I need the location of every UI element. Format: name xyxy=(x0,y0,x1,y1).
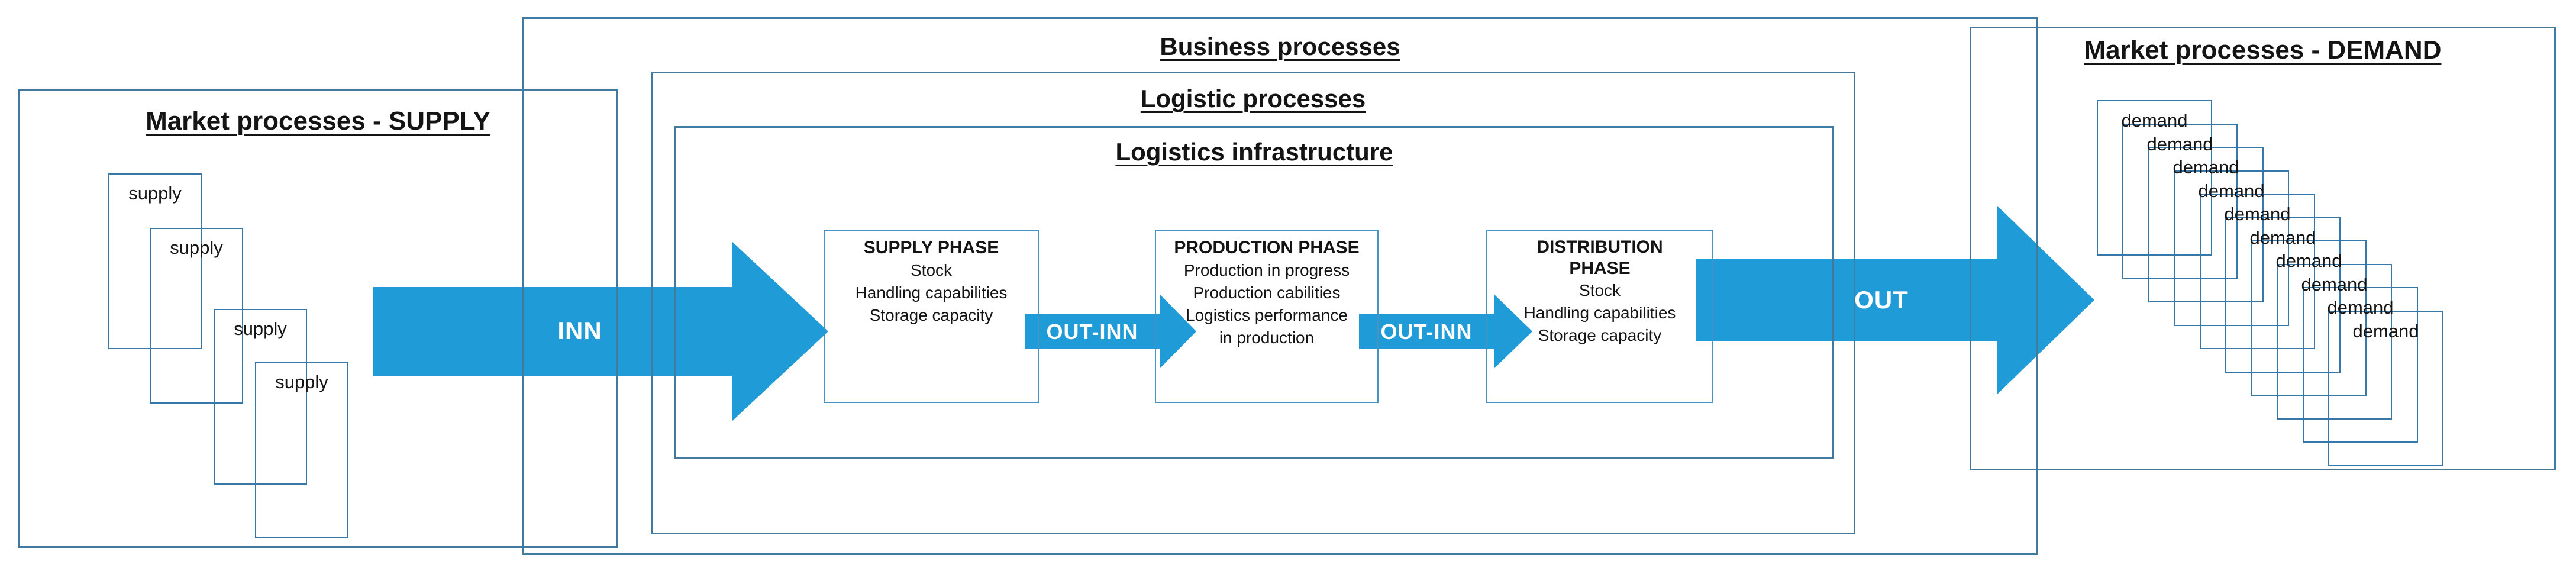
supply-phase-line: Storage capacity xyxy=(869,306,993,324)
distribution-phase-line: Storage capacity xyxy=(1538,326,1662,344)
production-phase-box: PRODUCTION PHASE Production in progress … xyxy=(1155,230,1379,403)
inn-arrow-label: INN xyxy=(557,317,602,344)
demand-item-label: demand xyxy=(2352,321,2419,341)
out-arrow xyxy=(1696,259,1997,341)
supply-item-box xyxy=(150,228,243,404)
supply-phase-title: SUPPLY PHASE xyxy=(863,238,999,257)
logistics-infrastructure-title: Logistics infrastructure xyxy=(1115,138,1393,166)
inn-arrow xyxy=(373,287,732,376)
supply-phase-box: SUPPLY PHASE Stock Handling capabilities… xyxy=(824,230,1039,403)
production-phase-title: PRODUCTION PHASE xyxy=(1174,238,1360,257)
distribution-phase-line: Handling capabilities xyxy=(1523,304,1676,322)
supply-item-box xyxy=(214,309,307,485)
supply-item-label: supply xyxy=(170,237,223,258)
logistics-infrastructure-box xyxy=(674,126,1834,459)
demand-item-label: demand xyxy=(2249,227,2316,248)
demand-item-box xyxy=(2174,170,2289,326)
supply-market-box xyxy=(18,89,618,548)
distribution-phase-line: Stock xyxy=(1578,281,1621,299)
logistic-processes-box xyxy=(651,72,1855,534)
demand-item-box xyxy=(2122,124,2238,279)
supply-phase-line: Handling capabilities xyxy=(855,283,1008,302)
production-phase-line: Logistics performance xyxy=(1186,306,1348,324)
production-phase-line: Production cabilities xyxy=(1193,283,1341,302)
demand-item-label: demand xyxy=(2146,134,2213,154)
out-inn-arrow-1 xyxy=(1025,314,1160,349)
out-arrow-label: OUT xyxy=(1854,286,1909,314)
supply-item-box xyxy=(255,362,348,538)
out-inn-arrow-1-label: OUT-INN xyxy=(1046,320,1138,344)
supply-item-box xyxy=(108,173,202,349)
demand-item-box xyxy=(2200,194,2315,349)
demand-item-label: demand xyxy=(2173,157,2239,178)
out-arrow-head xyxy=(1997,205,2094,395)
out-inn-arrow-1-head xyxy=(1160,294,1196,369)
supply-item-label: supply xyxy=(128,183,182,204)
distribution-phase-box: DISTRIBUTION PHASE Stock Handling capabi… xyxy=(1486,230,1713,403)
production-phase-line: Production in progress xyxy=(1183,261,1350,279)
demand-market-title: Market processes - DEMAND xyxy=(2084,36,2442,65)
distribution-phase-title: DISTRIBUTION PHASE xyxy=(1536,237,1663,278)
business-processes-box xyxy=(522,17,2038,555)
supply-item-label: supply xyxy=(234,318,287,339)
out-inn-arrow-2-head xyxy=(1494,294,1532,369)
business-processes-title: Business processes xyxy=(1160,33,1400,60)
demand-item-label: demand xyxy=(2327,297,2394,318)
demand-item-box xyxy=(2251,240,2367,396)
out-inn-arrow-2 xyxy=(1359,314,1494,349)
supply-market-title: Market processes - SUPPLY xyxy=(146,107,490,136)
demand-item-box xyxy=(2277,264,2392,420)
demand-item-label: demand xyxy=(2275,250,2342,271)
out-inn-arrow-2-label: OUT-INN xyxy=(1380,320,1473,344)
production-phase-line: in production xyxy=(1219,328,1315,347)
demand-market-box xyxy=(1970,27,2556,470)
demand-item-label: demand xyxy=(2224,204,2291,224)
demand-item-box xyxy=(2097,100,2212,256)
demand-item-label: demand xyxy=(2301,274,2368,295)
demand-item-box xyxy=(2328,311,2443,466)
demand-item-label: demand xyxy=(2121,110,2188,131)
demand-item-label: demand xyxy=(2198,180,2265,201)
supply-item-label: supply xyxy=(275,372,328,392)
inn-arrow-head xyxy=(732,241,828,421)
logistic-processes-title: Logistic processes xyxy=(1140,85,1366,112)
demand-item-box xyxy=(2225,217,2341,373)
demand-item-box xyxy=(2303,287,2418,443)
demand-item-box xyxy=(2148,147,2264,302)
supply-phase-line: Stock xyxy=(910,261,953,279)
